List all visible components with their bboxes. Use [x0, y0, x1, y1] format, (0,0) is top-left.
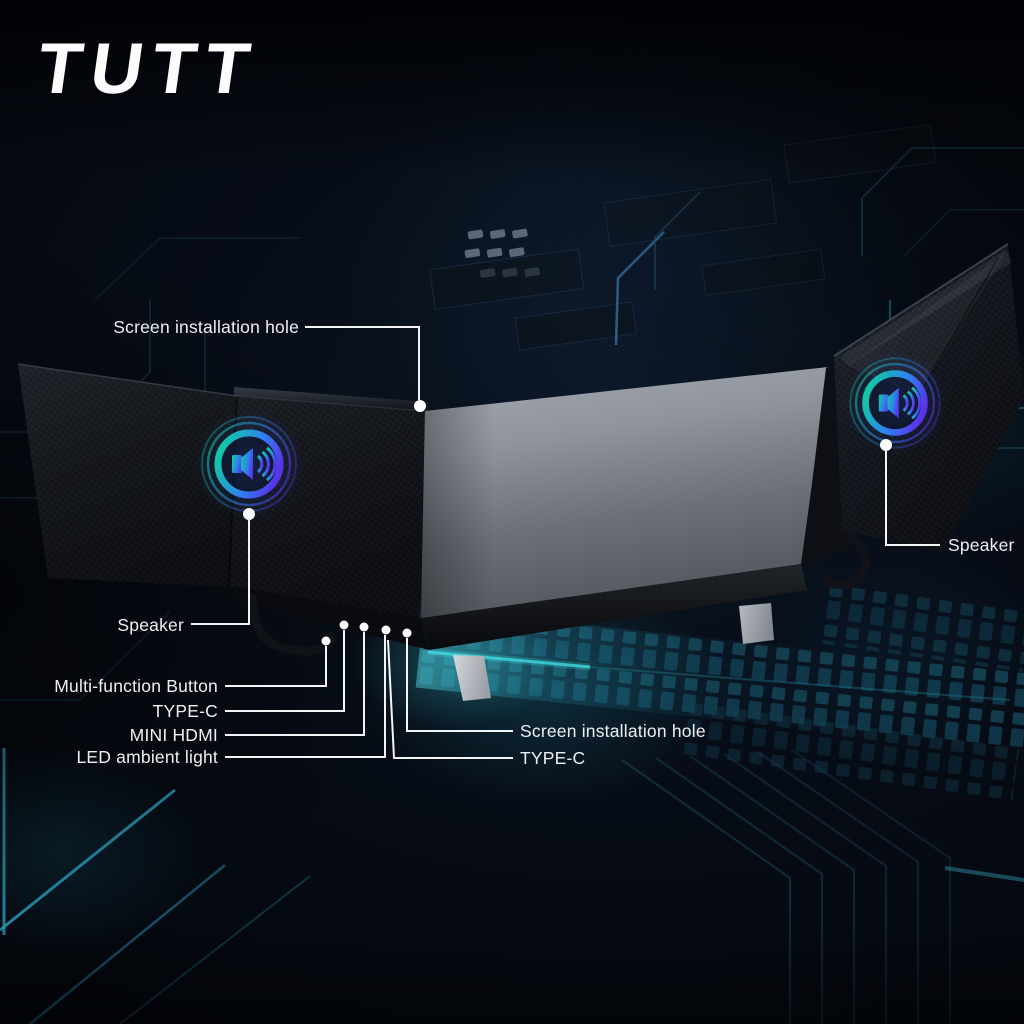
screen-bottom-frame: [421, 564, 807, 650]
callout-line-screen-installation-hole-bottom: [402, 628, 513, 732]
callout-dot: [359, 622, 369, 632]
cable-right: [822, 526, 870, 589]
callout-label-screen-installation-hole-bottom: Screen installation hole: [520, 721, 706, 741]
callout-dot: [321, 636, 331, 646]
callout-label-screen-installation-hole-top: Screen installation hole: [113, 317, 299, 337]
callout-dot: [243, 508, 255, 520]
callout-line-screen-installation-hole-top: [305, 326, 426, 412]
callout-line-speaker-right: [880, 439, 940, 546]
callout-dot: [402, 628, 412, 638]
callout-label-type-c-bottom: TYPE-C: [520, 748, 586, 768]
callout-line-type-c-left: [225, 620, 349, 712]
callout-label-type-c-left: TYPE-C: [152, 701, 218, 721]
callout-dot: [339, 620, 349, 630]
callout-label-speaker-left: Speaker: [117, 615, 184, 635]
callout-line-multi-function-button: [225, 636, 331, 687]
callout-line-type-c-bottom: [387, 639, 513, 759]
callout-dot: [414, 400, 426, 412]
callout-label-mini-hdmi: MINI HDMI: [129, 725, 218, 745]
center-screen-back-panel: [421, 367, 828, 618]
callout-label-speaker-right: Speaker: [948, 535, 1015, 555]
kickstand-foot-right: [739, 603, 774, 644]
callout-dot: [381, 625, 391, 635]
callout-label-multi-function-button: Multi-function Button: [54, 676, 218, 696]
kickstand-foot-left: [453, 655, 491, 701]
callout-line-speaker-left: [191, 508, 255, 625]
ports-strip: [232, 586, 429, 650]
callout-line-mini-hdmi: [225, 622, 369, 736]
callout-line-led-ambient-light: [225, 625, 391, 758]
callout-dot: [880, 439, 892, 451]
callout-label-led-ambient-light: LED ambient light: [76, 747, 218, 767]
brand-logo: TUTT: [32, 29, 264, 109]
